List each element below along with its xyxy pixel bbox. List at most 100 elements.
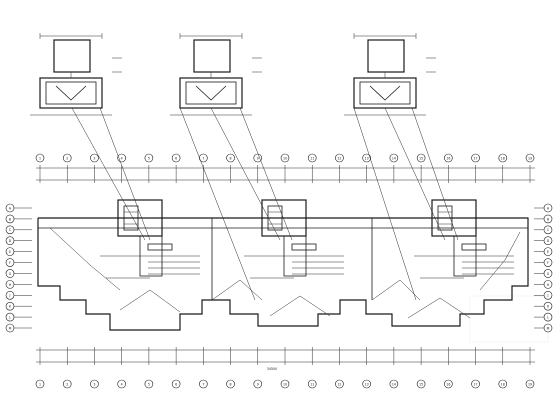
svg-text:C: C bbox=[547, 228, 550, 232]
core-3 bbox=[431, 199, 477, 277]
grid-bubble-top-9: 9 bbox=[253, 153, 263, 163]
svg-text:2: 2 bbox=[66, 156, 68, 160]
leader-lines bbox=[71, 107, 459, 301]
svg-text:8: 8 bbox=[230, 156, 232, 160]
svg-text:E: E bbox=[547, 250, 549, 254]
svg-text:10: 10 bbox=[283, 382, 287, 386]
grid-bubble-bottom-18: 18 bbox=[498, 379, 508, 389]
grid-bubble-left-L: L bbox=[5, 312, 15, 322]
grid-bubble-top-1: 1 bbox=[35, 153, 45, 163]
grid-bubble-bottom-11: 11 bbox=[307, 379, 317, 389]
svg-text:D: D bbox=[547, 239, 550, 243]
grid-bubble-top-13: 13 bbox=[362, 153, 371, 163]
grid-bubble-right-C: C bbox=[543, 225, 553, 235]
top-dimension-chain bbox=[36, 165, 535, 183]
svg-text:18: 18 bbox=[501, 382, 505, 386]
grid-bubble-right-M: M bbox=[543, 323, 553, 333]
grid-bubble-bottom-14: 14 bbox=[389, 379, 399, 389]
svg-text:9: 9 bbox=[257, 156, 259, 160]
svg-text:15: 15 bbox=[419, 156, 423, 160]
svg-text:J: J bbox=[9, 294, 11, 298]
svg-text:17: 17 bbox=[474, 156, 478, 160]
svg-text:16: 16 bbox=[446, 382, 450, 386]
svg-text:14: 14 bbox=[392, 382, 396, 386]
grid-bubble-bottom-15: 15 bbox=[416, 379, 426, 389]
grid-bubble-top-17: 17 bbox=[471, 153, 480, 163]
watermark bbox=[469, 295, 549, 343]
grid-bubble-left-M: M bbox=[5, 323, 15, 333]
roof-detail-1 bbox=[30, 33, 112, 116]
wiring-1 bbox=[100, 243, 200, 279]
detail-markers bbox=[112, 57, 436, 73]
grid-bubble-top-14: 14 bbox=[389, 153, 399, 163]
svg-text:11: 11 bbox=[310, 382, 314, 386]
grid-bubble-top-11: 11 bbox=[307, 153, 317, 163]
svg-text:L: L bbox=[547, 315, 549, 319]
grid-bubble-bottom-9: 9 bbox=[253, 379, 263, 389]
svg-text:G: G bbox=[9, 272, 12, 276]
grid-bubble-top-16: 16 bbox=[444, 153, 453, 163]
roof-detail-3 bbox=[344, 33, 426, 116]
grid-bubble-bottom-10: 10 bbox=[280, 379, 290, 389]
grid-bubble-left-D: D bbox=[5, 236, 15, 246]
svg-text:L: L bbox=[9, 315, 11, 319]
grid-bubble-top-2: 2 bbox=[62, 153, 72, 163]
building-outline bbox=[37, 217, 529, 331]
svg-text:H: H bbox=[547, 283, 550, 287]
grid-bubble-bottom-7: 7 bbox=[199, 379, 208, 389]
svg-text:7: 7 bbox=[202, 156, 204, 160]
grid-bubble-top-18: 18 bbox=[498, 153, 508, 163]
grid-bubble-left-E: E bbox=[5, 247, 15, 256]
total-dimension: 34500 bbox=[267, 367, 277, 371]
grid-bubble-left-H: H bbox=[5, 280, 15, 289]
svg-text:13: 13 bbox=[365, 156, 369, 160]
grid-bubble-left-J: J bbox=[5, 290, 15, 300]
grid-bubble-top-12: 12 bbox=[335, 153, 344, 163]
grid-bubble-bottom-8: 8 bbox=[226, 379, 235, 389]
svg-text:B: B bbox=[9, 217, 11, 221]
svg-text:10: 10 bbox=[283, 156, 287, 160]
grid-bubble-right-E: E bbox=[543, 247, 553, 256]
svg-text:14: 14 bbox=[392, 156, 396, 160]
svg-text:F: F bbox=[547, 261, 549, 265]
core-2 bbox=[261, 199, 307, 277]
svg-text:M: M bbox=[547, 326, 550, 330]
svg-text:M: M bbox=[9, 326, 12, 330]
svg-text:5: 5 bbox=[148, 382, 150, 386]
grid-bubble-bottom-5: 5 bbox=[144, 379, 154, 389]
grid-bubble-bottom-6: 6 bbox=[171, 379, 181, 389]
svg-text:11: 11 bbox=[310, 156, 314, 160]
svg-text:H: H bbox=[9, 283, 12, 287]
bottom-dimension-chain: 34500 bbox=[36, 347, 535, 371]
grid-bubble-top-15: 15 bbox=[416, 153, 426, 163]
grid-bubble-left-B: B bbox=[5, 214, 15, 224]
svg-text:A: A bbox=[547, 206, 550, 210]
grid-bubble-left-G: G bbox=[5, 269, 15, 278]
grid-bubble-bottom-2: 2 bbox=[62, 379, 72, 389]
svg-text:7: 7 bbox=[202, 382, 204, 386]
grid-bubble-right-H: H bbox=[543, 280, 553, 289]
grid-bubble-left-C: C bbox=[5, 225, 15, 235]
svg-text:15: 15 bbox=[419, 382, 423, 386]
grid-bubble-bottom-4: 4 bbox=[117, 379, 126, 389]
roof-detail-2 bbox=[170, 33, 252, 116]
grid-bubble-bottom-17: 17 bbox=[471, 379, 480, 389]
wiring-3 bbox=[414, 243, 514, 279]
svg-text:16: 16 bbox=[446, 156, 450, 160]
svg-text:19: 19 bbox=[528, 382, 532, 386]
svg-text:1: 1 bbox=[39, 382, 41, 386]
svg-text:12: 12 bbox=[337, 382, 341, 386]
svg-text:B: B bbox=[547, 217, 549, 221]
core-1 bbox=[117, 199, 163, 277]
svg-text:4: 4 bbox=[121, 156, 123, 160]
grid-bubble-bottom-16: 16 bbox=[444, 379, 453, 389]
svg-text:J: J bbox=[547, 294, 549, 298]
svg-text:K: K bbox=[9, 305, 12, 309]
svg-text:19: 19 bbox=[528, 156, 532, 160]
wiring-2 bbox=[244, 243, 344, 279]
